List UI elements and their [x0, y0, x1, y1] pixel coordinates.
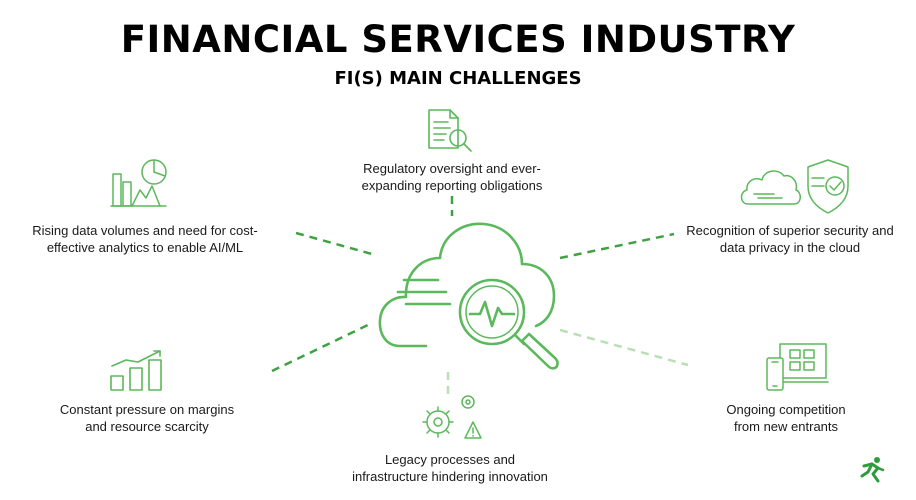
challenge-regulatory-line-2: expanding reporting obligations	[361, 178, 543, 193]
page-title: FINANCIAL SERVICES INDUSTRY	[120, 18, 796, 61]
challenge-data-volumes: Rising data volumes and need for cost- e…	[14, 222, 276, 256]
challenge-legacy: Legacy processes and infrastructure hind…	[330, 451, 570, 485]
challenge-regulatory-line-1: Regulatory oversight and ever-	[363, 161, 541, 176]
connector-lower-left	[271, 322, 371, 373]
cloud-magnifier-icon	[378, 222, 559, 370]
devices-icon	[766, 343, 829, 391]
challenge-security: Recognition of superior security and dat…	[672, 222, 908, 256]
challenge-legacy-line-2: infrastructure hindering innovation	[352, 469, 548, 484]
challenge-margins: Constant pressure on margins and resourc…	[36, 401, 258, 435]
connector-upper-left	[295, 231, 373, 256]
challenge-margins-line-2: and resource scarcity	[85, 419, 209, 434]
runner-logo-icon	[860, 457, 885, 483]
challenge-competition-line-1: Ongoing competition	[726, 402, 846, 417]
bar-chart-trend-icon	[110, 350, 162, 391]
challenge-regulatory: Regulatory oversight and ever- expanding…	[330, 160, 574, 194]
challenge-competition-line-2: from new entrants	[733, 419, 839, 434]
page-subtitle: FI(S) MAIN CHALLENGES	[334, 68, 582, 89]
gears-warning-icon	[422, 395, 482, 439]
challenge-data-volumes-line-1: Rising data volumes and need for cost-	[32, 223, 258, 238]
challenge-margins-line-1: Constant pressure on margins	[59, 402, 235, 417]
document-search-icon	[428, 109, 472, 152]
challenge-security-line-2: data privacy in the cloud	[719, 240, 861, 255]
connector-upper-right	[559, 232, 675, 260]
cloud-shield-icon	[740, 159, 849, 214]
analytics-charts-icon	[110, 159, 167, 207]
challenge-legacy-line-1: Legacy processes and	[384, 452, 516, 467]
challenge-security-line-1: Recognition of superior security and	[686, 223, 894, 238]
challenge-data-volumes-line-2: effective analytics to enable AI/ML	[46, 240, 244, 255]
connector-lower-right	[559, 328, 689, 367]
challenge-competition: Ongoing competition from new entrants	[706, 401, 866, 435]
